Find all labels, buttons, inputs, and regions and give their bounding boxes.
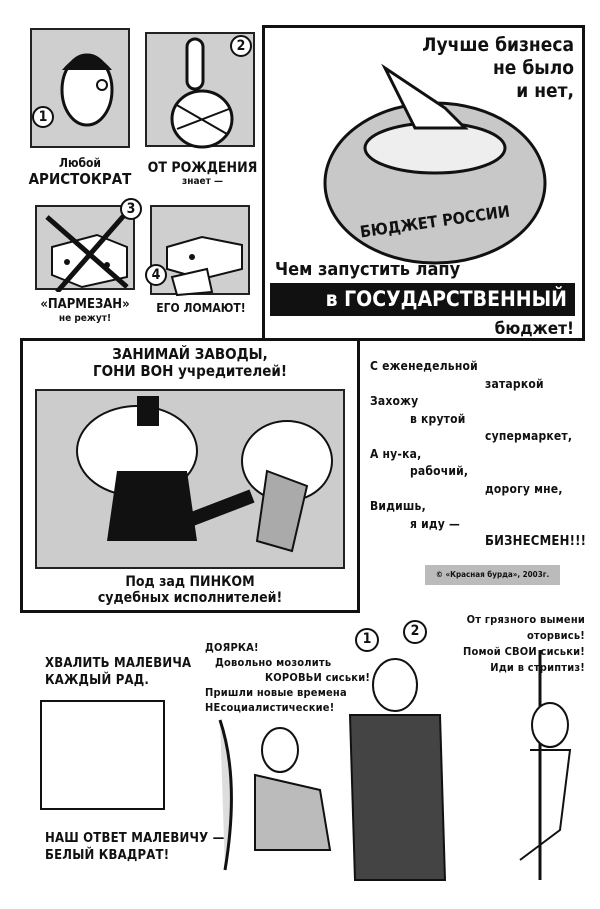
poem-line: рабочий,	[410, 464, 469, 478]
panel-number-4: 4	[145, 264, 167, 286]
panel-cheese-knife-image	[35, 205, 135, 292]
factory-top-line: ГОНИ ВОН учредителей!	[93, 362, 287, 381]
malevich-answer-line: НАШ ОТВЕТ МАЛЕВИЧУ —	[45, 831, 225, 846]
poem: С еженедельной затаркой Захожу в крутой …	[370, 358, 590, 551]
factory-illustration	[35, 389, 345, 569]
bubble1-line: КОРОВЬИ сиськи!	[265, 671, 371, 684]
budget-bottom-line1: Чем запустить лапу	[275, 259, 461, 280]
caption-line: не режут!	[58, 312, 112, 324]
bubble1-line: Пришли новые времена	[205, 686, 347, 699]
poem-line: С еженедельной	[370, 359, 478, 373]
headline-line: Лучше бизнеса	[422, 34, 574, 56]
poem-line: Видишь,	[370, 499, 426, 513]
panel-number-3: 3	[120, 198, 142, 220]
budget-bottom-line2: в ГОСУДАРСТВЕННЫЙ	[270, 283, 575, 316]
panel3-caption: «ПАРМЕЗАН» не режут!	[25, 297, 145, 324]
bubble-number-2: 2	[403, 620, 427, 644]
malevich-line: КАЖДЫЙ РАД.	[45, 673, 150, 688]
factory-bottom-line: судебных исполнителей!	[97, 590, 283, 607]
bubble2-line: Иди в стриптиз!	[490, 661, 585, 674]
money-pot-drawing	[323, 63, 547, 265]
white-square	[40, 700, 165, 810]
panel-number-1: 1	[32, 106, 54, 128]
broken-cheese-drawing	[166, 235, 243, 297]
aristocrat-face-drawing	[60, 53, 114, 127]
poem-line: БИЗНЕСМЕН!!!	[485, 534, 587, 549]
headline-line: и нет,	[516, 79, 574, 102]
bubble1-line: ДОЯРКА!	[205, 641, 259, 654]
bubble1-text: ДОЯРКА! Довольно мозолить КОРОВЬИ сиськи…	[205, 640, 370, 715]
businessman-kicking-drawing	[76, 396, 333, 553]
bubble1-line: Довольно мозолить	[215, 656, 332, 669]
poem-line: супермаркет,	[485, 429, 573, 443]
headline-line: не было	[492, 56, 574, 79]
caption-line: ОТ РОЖДЕНИЯ	[147, 160, 258, 176]
copyright-label: © «Красная бурда», 2003г.	[425, 565, 560, 585]
budget-poster: Лучше бизнеса не было и нет, БЮДЖЕТ РОСС…	[262, 25, 585, 341]
bubble2-text: От грязного вымени оторвись! Помой СВОИ …	[430, 612, 585, 676]
malevich-line: ХВАЛИТЬ МАЛЕВИЧА	[45, 656, 192, 671]
panel-finger-image	[145, 32, 255, 149]
bubble2-line: От грязного вымени	[466, 613, 585, 626]
bubble1-line: НЕсоциалистические!	[205, 701, 335, 714]
poem-line: я иду —	[410, 516, 460, 531]
factory-bottom-line: Под зад ПИНКОМ	[125, 574, 255, 590]
bandaged-finger-drawing	[170, 37, 234, 149]
malevich-heading: ХВАЛИТЬ МАЛЕВИЧА КАЖДЫЙ РАД.	[45, 655, 191, 689]
factory-poster: ЗАНИМАЙ ЗАВОДЫ, ГОНИ ВОН учредителей! По…	[20, 338, 360, 613]
bubble2-line: Помой СВОИ сиськи!	[463, 645, 585, 658]
panel1-caption: Любой АРИСТОКРАТ	[20, 156, 140, 188]
poem-line: в крутой	[410, 411, 466, 426]
malevich-answer: НАШ ОТВЕТ МАЛЕВИЧУ — БЕЛЫЙ КВАДРАТ!	[45, 830, 225, 864]
poem-line: А ну-ка,	[370, 446, 422, 461]
budget-headline: Лучше бизнеса не было и нет,	[422, 34, 574, 102]
factory-bottom-text: Под зад ПИНКОМ судебных исполнителей!	[23, 574, 357, 606]
poem-line: затаркой	[485, 376, 544, 391]
caption-line: знает —	[182, 176, 223, 188]
caption-line: АРИСТОКРАТ	[28, 169, 132, 188]
panel-cheese-broken-image	[150, 205, 250, 297]
caption-line: «ПАРМЕЗАН»	[40, 297, 130, 312]
bubble-number-1: 1	[355, 628, 379, 652]
panel4-caption: ЕГО ЛОМАЮТ!	[145, 301, 257, 316]
malevich-answer-line: БЕЛЫЙ КВАДРАТ!	[45, 848, 170, 863]
panel2-caption: ОТ РОЖДЕНИЯ знает —	[140, 160, 265, 188]
factory-top-line: ЗАНИМАЙ ЗАВОДЫ,	[112, 345, 268, 363]
caption-line: Любой	[59, 156, 101, 170]
panel-number-2: 2	[230, 35, 252, 57]
crossed-cheese-drawing	[45, 210, 129, 292]
bubble2-line: оторвись!	[526, 629, 585, 642]
panel-aristocrat-image	[30, 28, 130, 148]
caption-line: ЕГО ЛОМАЮТ!	[156, 301, 246, 315]
poem-line: дорогу мне,	[485, 481, 563, 496]
budget-bottom-line3: бюджет!	[494, 319, 574, 339]
poem-line: Захожу	[370, 394, 419, 408]
factory-top-text: ЗАНИМАЙ ЗАВОДЫ, ГОНИ ВОН учредителей!	[23, 345, 357, 381]
